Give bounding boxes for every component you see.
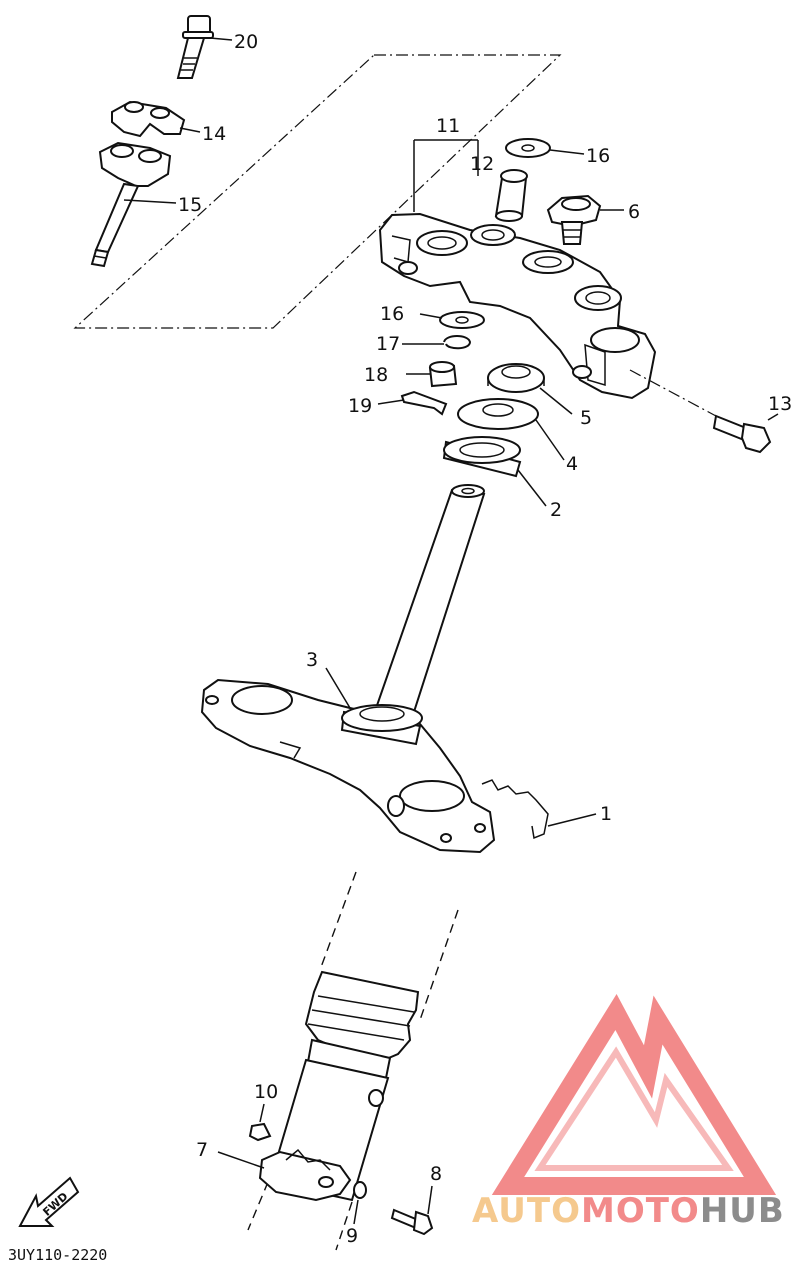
callout-18: 18: [364, 364, 388, 386]
nut-10: [248, 1122, 272, 1142]
diagram-code: 3UY110-2220: [8, 1246, 107, 1264]
washer-16-upper: [505, 138, 551, 158]
lock-washer-19: [400, 390, 448, 416]
callout-9: 9: [346, 1225, 358, 1247]
callout-13: 13: [768, 393, 792, 415]
bearing-2: [442, 436, 522, 478]
callout-19: 19: [348, 395, 372, 417]
callout-5: 5: [580, 407, 592, 429]
steering-stem: [372, 484, 486, 720]
ring-nut-5: [487, 363, 545, 393]
callout-10: 10: [254, 1081, 278, 1103]
callout-2: 2: [550, 499, 562, 521]
callout-17: 17: [376, 333, 400, 355]
callout-3: 3: [306, 649, 318, 671]
bolt-20: [176, 15, 214, 79]
bolt-13: [712, 414, 772, 454]
upper-bracket-11: [378, 212, 657, 400]
callout-7: 7: [196, 1139, 208, 1161]
callout-16-upper: 16: [586, 145, 610, 167]
fork-clamp-7: [258, 1148, 352, 1202]
automotohub-logo: AUTOMOTOHUB: [472, 993, 785, 1231]
svg-text:AUTOMOTOHUB: AUTOMOTOHUB: [472, 1191, 785, 1231]
circlip-17: [443, 335, 472, 350]
logo-text-moto: MOTO: [581, 1191, 700, 1231]
fwd-arrow: FWD: [18, 1176, 80, 1227]
collar-12: [494, 169, 528, 222]
callout-11: 11: [436, 115, 460, 137]
callout-14: 14: [202, 123, 226, 145]
washer-16-lower: [439, 311, 485, 329]
callout-8: 8: [430, 1163, 442, 1185]
bearing-3: [340, 704, 423, 746]
callout-15: 15: [178, 194, 202, 216]
bolt-8: [390, 1208, 434, 1236]
bolt-13-axis: [629, 369, 717, 417]
cable-guide-1: [481, 779, 549, 840]
callout-numbers: 20 14 15 11 12 16 6 16 17 18 19 5 4 2 13…: [178, 31, 792, 1247]
logo-text-auto: AUTO: [472, 1191, 581, 1231]
leader-lines: [123, 37, 779, 1225]
callout-6: 6: [628, 201, 640, 223]
callout-20: 20: [234, 31, 258, 53]
inset-outline: [73, 54, 562, 329]
callout-16-lower: 16: [380, 303, 404, 325]
callout-12: 12: [470, 153, 494, 175]
lower-bracket: [200, 678, 496, 854]
callout-1: 1: [600, 803, 612, 825]
washer-9: [353, 1181, 367, 1199]
steering-nut-6: [546, 194, 602, 245]
handlebar-holder-15: [90, 141, 172, 268]
bearing-cover-4: [457, 398, 539, 430]
bushing-18: [428, 361, 458, 388]
handlebar-holder-upper-14: [111, 100, 186, 138]
logo-text-hub: HUB: [700, 1191, 785, 1231]
callout-4: 4: [566, 453, 578, 475]
